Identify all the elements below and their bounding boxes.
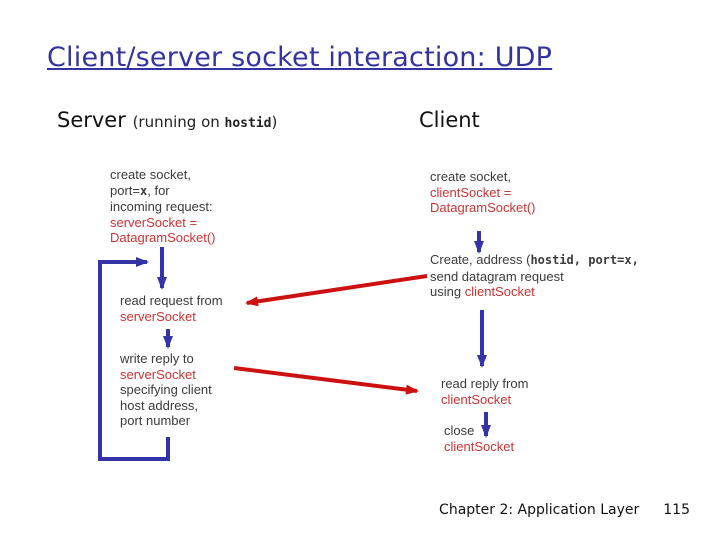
client-step-create-socket: create socket, clientSocket = DatagramSo… [430, 169, 535, 216]
reply-datagram-arrow [233, 366, 419, 395]
text-line: read reply from [441, 376, 529, 391]
text: , for [147, 182, 170, 198]
server-heading-label: Server [57, 108, 126, 132]
text-line: incoming request: [110, 199, 213, 214]
server-column-heading: Server (running on hostid) [57, 108, 277, 132]
footer: Chapter 2: Application Layer 115 [439, 502, 690, 518]
code-line: serverSocket = [110, 214, 198, 230]
footer-chapter-label: Chapter 2: Application Layer [439, 502, 640, 518]
text-line: create socket, [110, 167, 191, 182]
code-line: DatagramSocket() [110, 230, 216, 245]
note-suffix: ) [271, 113, 278, 131]
server-heading-note: (running on hostid) [133, 113, 278, 131]
text-line: port=x, for [110, 183, 215, 200]
text-line: Create, address (hostid, port=x, [430, 252, 639, 269]
client-step-send-datagram: Create, address (hostid, port=x, send da… [430, 252, 639, 300]
client-step-read-reply: read reply from clientSocket [441, 376, 528, 407]
text: port= [110, 182, 140, 198]
server-step-write-reply: write reply to serverSocket specifying c… [120, 351, 212, 429]
text-line: send datagram request [430, 268, 564, 284]
hostid-code: hostid [224, 116, 272, 131]
request-datagram-arrow [245, 274, 428, 307]
text: using [430, 284, 465, 299]
port-x-code: x [140, 183, 148, 198]
text-line: host address, [120, 397, 199, 413]
text-line: port number [120, 413, 191, 428]
client-step-close: close clientSocket [444, 423, 514, 454]
code-line: serverSocket [120, 366, 196, 382]
text-line: specifying client [120, 382, 212, 397]
code-line: clientSocket = [430, 184, 512, 200]
server-step-create-socket: create socket, port=x, for incoming requ… [110, 167, 215, 246]
server-step-read-request: read request from serverSocket [120, 293, 223, 324]
footer-page-number: 115 [663, 502, 690, 518]
client-column-heading: Client [419, 108, 480, 132]
text-line: using clientSocket [430, 284, 639, 300]
hostid-port-code: hostid, port=x, [530, 253, 639, 267]
code-line: DatagramSocket() [430, 200, 536, 215]
text-line: create socket, [430, 169, 511, 184]
code-line: serverSocket [120, 308, 196, 324]
slide-title: Client/server socket interaction: UDP [47, 42, 553, 73]
code-line: clientSocket [441, 391, 512, 407]
code-line: clientSocket [444, 438, 515, 454]
code-text: clientSocket [464, 284, 535, 299]
text-line: close [444, 423, 475, 438]
note-prefix: (running on [132, 113, 225, 131]
text: Create, address ( [430, 252, 531, 267]
text-line: write reply to [120, 351, 194, 366]
text-line: read request from [120, 293, 223, 308]
